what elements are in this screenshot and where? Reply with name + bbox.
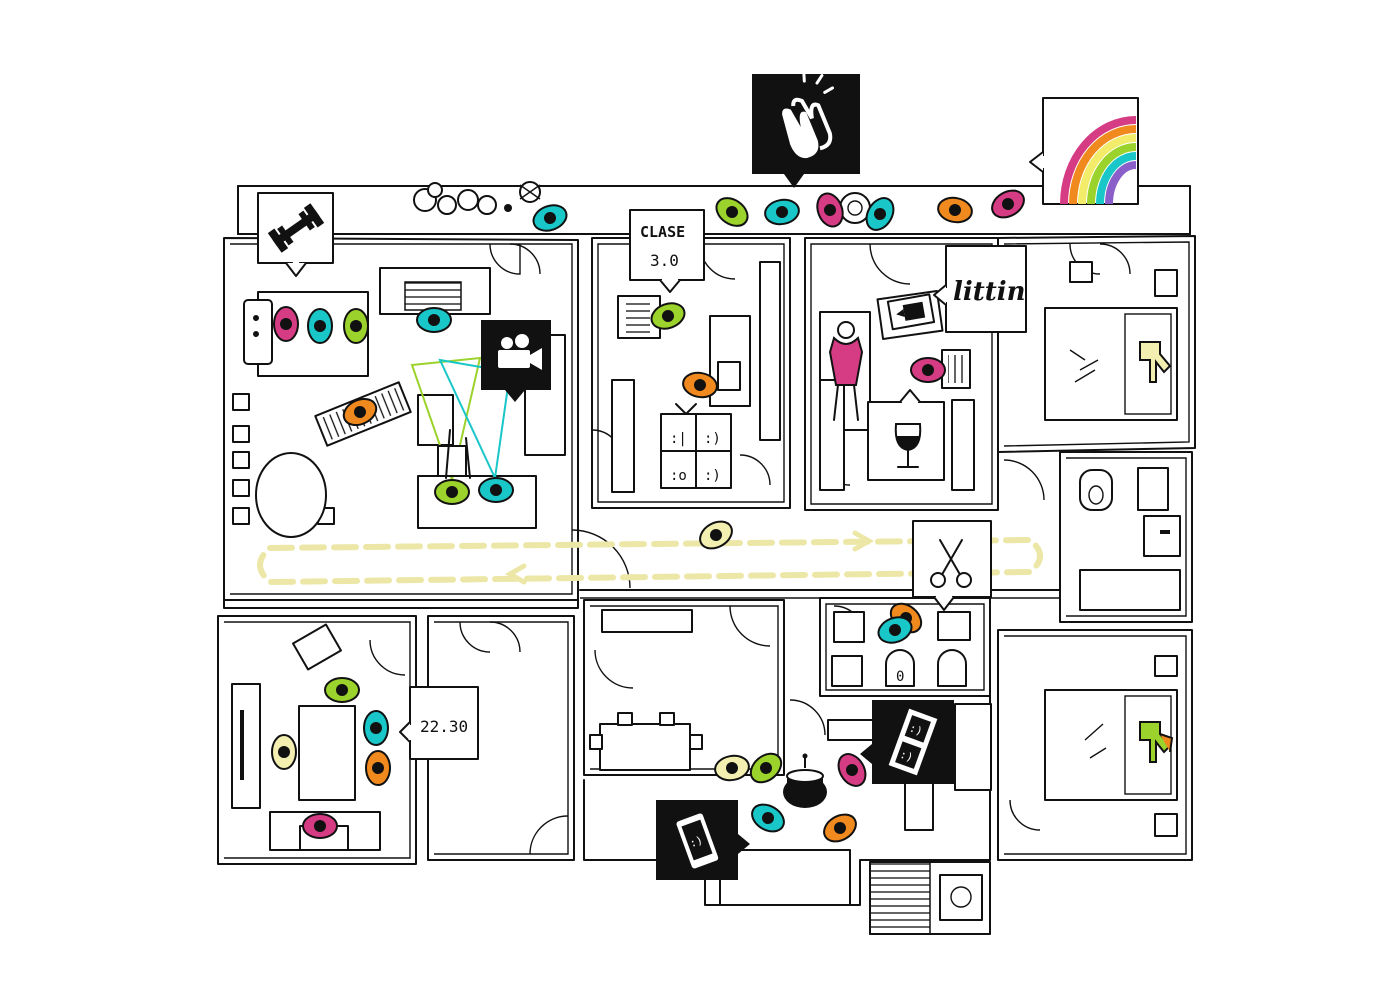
person-teal: [746, 798, 790, 838]
svg-text::): :): [688, 834, 705, 851]
balcony-plants: [413, 181, 541, 215]
mood-faces-icon: :| :) :o :): [660, 403, 732, 489]
class-bubble: [629, 209, 705, 293]
people: [271, 184, 1174, 848]
person-teal: [307, 308, 333, 344]
person-orange: [935, 194, 975, 226]
balcony-table: [839, 192, 871, 224]
rainbow-bubble: [1029, 97, 1139, 205]
rainbow-icon: [1060, 116, 1137, 205]
person-teal: [416, 307, 452, 333]
video-camera-bubble: [481, 320, 551, 402]
scissors-bubble: [912, 520, 992, 611]
birthday-cake-icon: [783, 753, 827, 814]
person-teal: [363, 710, 389, 746]
brand-bubble: [933, 245, 1027, 333]
person-teal: [762, 196, 802, 228]
person-pink: [273, 306, 299, 342]
dumbbell-bubble: [257, 192, 334, 277]
wine-bubble: [867, 389, 945, 481]
dining-table: [298, 705, 356, 801]
sofa-lower: [719, 849, 851, 906]
person-yellow: [712, 752, 752, 784]
brand-label: littin: [953, 277, 1026, 307]
svg-text::): :): [704, 431, 721, 447]
sofa: [417, 475, 537, 529]
camera-beams: [410, 356, 512, 484]
selfie-phone-icon: :): [676, 813, 719, 869]
person-pink: [910, 357, 946, 383]
person-teal: [528, 199, 572, 237]
svg-text::|: :|: [670, 431, 687, 447]
person-yellow: [694, 515, 738, 555]
svg-text::): :): [898, 748, 915, 765]
person-green: [710, 191, 754, 233]
person-orange: [818, 808, 862, 848]
time-bubble: [399, 686, 479, 760]
phone-icon: [886, 293, 936, 331]
applause-bubble: [752, 70, 860, 188]
svg-text::): :): [908, 721, 925, 738]
person-green: [343, 308, 369, 344]
svg-text::): :): [704, 468, 721, 484]
person-pink: [986, 184, 1030, 224]
photo-strip-icon: :) :): [888, 708, 938, 776]
scissors-icon: [930, 539, 972, 588]
person-yellow: [271, 734, 297, 770]
svg-text::o: :o: [670, 468, 687, 484]
photo-strip-bubble: :) :): [860, 700, 954, 784]
balcony: [237, 181, 1191, 235]
video-camera-icon: [498, 334, 542, 370]
person-pink: [811, 188, 849, 232]
svg-text:0: 0: [896, 669, 904, 685]
person-pink: [302, 813, 338, 839]
class-label-line2: 3.0: [650, 251, 679, 270]
person-green: [744, 746, 788, 790]
person-teal: [478, 477, 514, 503]
person-green: [434, 479, 470, 505]
class-label-line1: CLASE: [640, 223, 685, 241]
dumbbell-icon: [267, 203, 325, 253]
person-lying: [828, 321, 864, 421]
wine-glass-icon: [894, 423, 922, 468]
time-label: 22.30: [420, 717, 468, 736]
person-green: [324, 677, 360, 703]
phone-bubble: :): [656, 800, 750, 880]
walking-route: [257, 530, 1043, 586]
person-orange: [365, 750, 391, 786]
applause-icon: [782, 70, 835, 159]
